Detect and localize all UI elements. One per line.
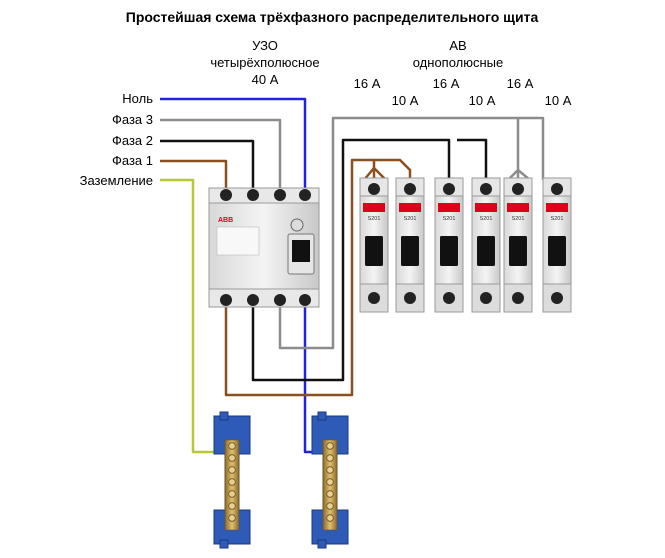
breaker-1: S201: [359, 177, 389, 313]
circuit-breakers: S201 S201 S201 S201 S201 S201: [359, 177, 572, 313]
breaker-brand-strip: [399, 203, 421, 212]
breaker-model: S201: [512, 216, 525, 222]
breaker-terminal-bottom: [368, 292, 380, 304]
rcd-label-line3: 40 А: [252, 72, 279, 87]
terminal-blocks: [213, 411, 349, 549]
breaker-terminal-top: [443, 183, 455, 195]
breaker-rating-1: 16 А: [354, 76, 381, 91]
breakers-label-line2: однополюсные: [413, 55, 504, 70]
breaker-brand-strip: [363, 203, 385, 212]
rcd-device: ABB: [208, 187, 320, 308]
breaker-brand-strip: [507, 203, 529, 212]
breaker-toggle-lever: [440, 236, 458, 266]
breaker-4: S201: [471, 177, 501, 313]
breaker-6: S201: [542, 177, 572, 313]
breaker-3: S201: [434, 177, 464, 313]
breaker-terminal-bottom: [404, 292, 416, 304]
breaker-model: S201: [368, 216, 381, 222]
breaker-rating-3: 16 А: [433, 76, 460, 91]
breaker-brand-strip: [438, 203, 460, 212]
breaker-terminal-bottom: [480, 292, 492, 304]
rcd-label-line1: УЗО: [252, 38, 278, 53]
breaker-rating-2: 10 А: [392, 93, 419, 108]
wire-phase2-out: [251, 138, 451, 382]
breaker-terminal-top: [512, 183, 524, 195]
breaker-model: S201: [551, 216, 564, 222]
breaker-5: S201: [503, 177, 533, 313]
wires: [160, 97, 545, 454]
wire-ground: [160, 178, 222, 454]
breaker-rating-6: 10 А: [545, 93, 572, 108]
wire-phase2-bridge: [457, 138, 488, 180]
breaker-brand-strip: [475, 203, 497, 212]
wire-phase3-out: [278, 116, 520, 350]
breaker-rating-5: 16 А: [507, 76, 534, 91]
rcd-brand: ABB: [218, 217, 233, 224]
rcd-toggle-lever: [292, 240, 310, 262]
wire-label-phase1: Фаза 1: [112, 153, 153, 168]
breaker-toggle-lever: [548, 236, 566, 266]
breaker-terminal-top: [551, 183, 563, 195]
breaker-toggle-lever: [509, 236, 527, 266]
wire-phase1: [160, 159, 228, 197]
wire-label-ground: Заземление: [80, 173, 153, 188]
wire-label-phase2: Фаза 2: [112, 133, 153, 148]
breaker-model: S201: [404, 216, 417, 222]
terminal-block-neutral: [311, 411, 349, 549]
rcd-test-button: [290, 218, 304, 232]
breaker-toggle-lever: [365, 236, 383, 266]
breaker-terminal-top: [404, 183, 416, 195]
wire-phase3-jumper: [507, 168, 531, 181]
breaker-terminal-bottom: [512, 292, 524, 304]
breaker-brand-strip: [546, 203, 568, 212]
breaker-2: S201: [395, 177, 425, 313]
wire-neutral: [160, 97, 307, 197]
breaker-model: S201: [443, 216, 456, 222]
breaker-terminal-top: [480, 183, 492, 195]
wire-phase3-bridge: [518, 116, 545, 180]
wire-label-phase3: Фаза 3: [112, 112, 153, 127]
breaker-model: S201: [480, 216, 493, 222]
wire-phase2: [160, 139, 255, 197]
diagram-title: Простейшая схема трёхфазного распределит…: [126, 9, 539, 25]
breaker-terminal-top: [368, 183, 380, 195]
breaker-toggle-lever: [477, 236, 495, 266]
wire-label-neutral: Ноль: [122, 91, 153, 106]
wire-phase1-bridge: [374, 158, 412, 180]
breaker-rating-4: 10 А: [469, 93, 496, 108]
breaker-terminal-bottom: [551, 292, 563, 304]
breaker-terminal-bottom: [443, 292, 455, 304]
terminal-block-ground: [213, 411, 251, 549]
rcd-label-line2: четырёхполюсное: [210, 55, 319, 70]
wire-phase3: [160, 118, 282, 197]
wire-phase1-out: [224, 158, 376, 397]
breaker-toggle-lever: [401, 236, 419, 266]
breakers-label-line1: АВ: [449, 38, 466, 53]
wire-phase1-jumper: [363, 166, 387, 181]
